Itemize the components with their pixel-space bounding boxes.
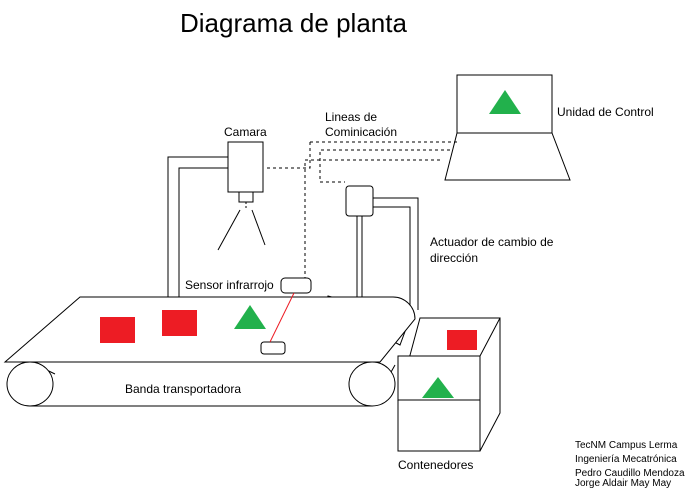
container-side bbox=[479, 317, 501, 452]
belt-top-surface bbox=[3, 296, 416, 363]
credit-line: TecNM Campus Lerma bbox=[575, 440, 678, 451]
camera-lens bbox=[238, 191, 254, 203]
control-unit-green-triangle bbox=[489, 90, 521, 114]
belt-roller-left bbox=[6, 361, 54, 407]
actuator-head bbox=[345, 185, 374, 217]
credit-line: Pedro Caudillo Mendoza bbox=[575, 468, 685, 479]
comm-lines-label-1: Lineas de bbox=[325, 110, 378, 124]
comm-line-camera bbox=[265, 142, 311, 169]
diagram-title: Diagrama de planta bbox=[180, 8, 407, 38]
communication-lines bbox=[265, 141, 457, 279]
actuator-label-1: Actuador de cambio de bbox=[430, 235, 554, 249]
control-unit-label: Unidad de Control bbox=[557, 105, 654, 119]
comm-lines-label-2: Cominicación bbox=[325, 125, 398, 139]
red-piece bbox=[162, 310, 197, 336]
comm-line-sensor bbox=[298, 159, 440, 279]
actuator-label-2: dirección bbox=[430, 251, 479, 265]
comm-line-actuator bbox=[319, 149, 450, 183]
container-red-piece bbox=[447, 330, 477, 350]
control-unit-laptop bbox=[444, 74, 571, 181]
camera-mast bbox=[167, 156, 228, 298]
ir-beam bbox=[269, 292, 295, 343]
red-piece bbox=[100, 317, 135, 343]
container-green-piece bbox=[422, 377, 454, 398]
credit-line: Ingeniería Mecatrónica bbox=[575, 454, 677, 465]
container-front bbox=[397, 355, 481, 452]
conveyor-label: Banda transportadora bbox=[125, 382, 242, 396]
laptop-base bbox=[444, 132, 571, 181]
infrared-sensor bbox=[260, 277, 312, 355]
ir-emitter bbox=[280, 277, 312, 294]
belt-roller-right bbox=[348, 361, 396, 407]
camera bbox=[217, 141, 266, 251]
camera-label: Camara bbox=[224, 125, 267, 139]
green-piece bbox=[234, 305, 266, 329]
conveyor-belt bbox=[3, 296, 416, 407]
credit-line: Jorge Aldair May May bbox=[575, 478, 672, 489]
ir-sensor-label: Sensor infrarrojo bbox=[185, 278, 274, 292]
containers-label: Contenedores bbox=[398, 458, 474, 472]
camera-body bbox=[227, 141, 264, 193]
ir-receiver bbox=[260, 341, 286, 355]
